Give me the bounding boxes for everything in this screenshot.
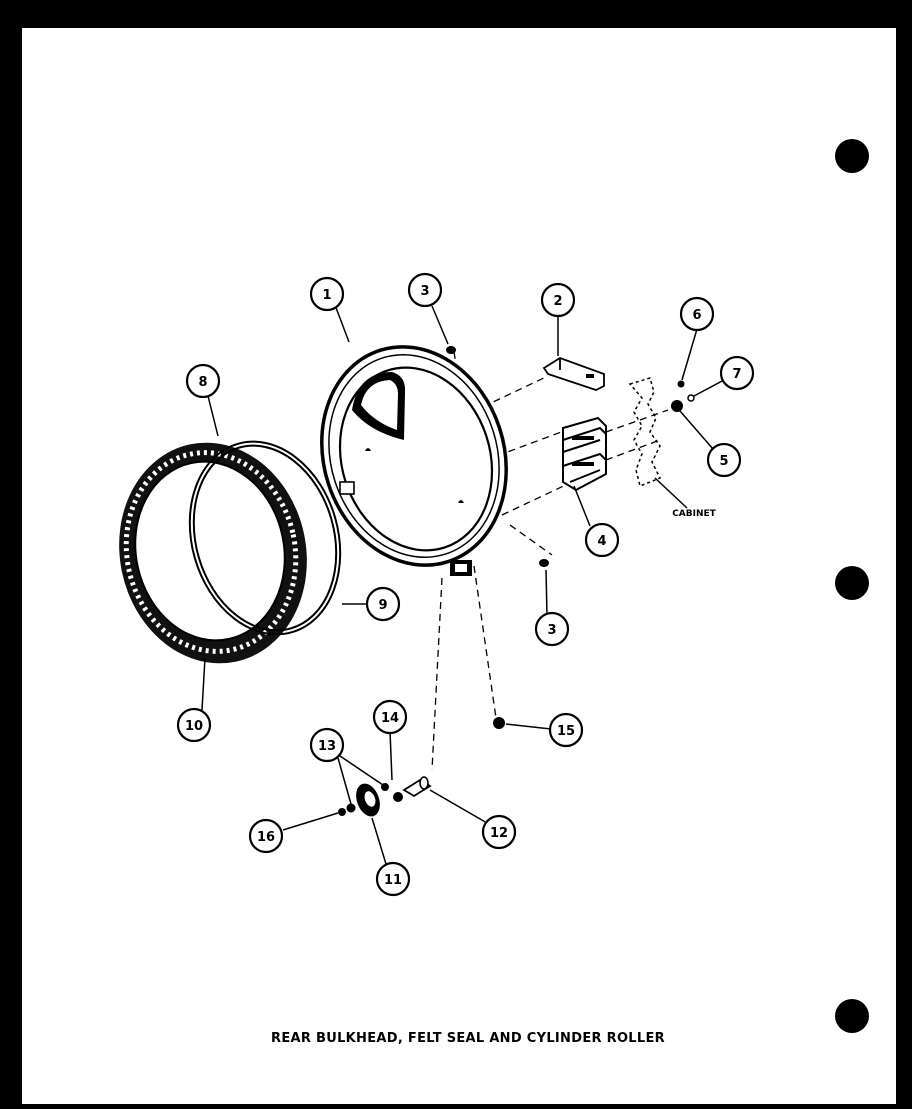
svg-text:8: 8 xyxy=(198,375,207,390)
callout-10: 10 xyxy=(176,707,212,743)
callout-6: 6 xyxy=(679,296,715,332)
svg-text:4: 4 xyxy=(597,534,606,549)
fasteners xyxy=(446,346,695,729)
svg-text:3: 3 xyxy=(547,623,556,638)
callout-5: 5 xyxy=(706,442,742,478)
svg-text:12: 12 xyxy=(490,826,508,841)
callout-3-bottom: 3 xyxy=(534,611,570,647)
callout-3-top: 3 xyxy=(407,272,443,308)
svg-text:3: 3 xyxy=(420,284,429,299)
svg-text:15: 15 xyxy=(557,724,575,739)
svg-text:14: 14 xyxy=(381,711,399,726)
cabinet-fragment xyxy=(628,377,662,488)
callout-16: 16 xyxy=(248,818,284,854)
callout-2: 2 xyxy=(540,282,576,318)
bracket xyxy=(542,357,605,391)
callout-7: 7 xyxy=(719,355,755,391)
callout-11: 11 xyxy=(375,861,411,897)
callouts: 1 2 3 3 4 5 6 7 xyxy=(176,272,755,897)
rear-bulkhead xyxy=(320,345,508,576)
svg-text:6: 6 xyxy=(692,308,701,323)
callout-14: 14 xyxy=(372,699,408,735)
callout-1: 1 xyxy=(309,276,345,312)
cabinet-label: CABINET xyxy=(672,509,716,519)
svg-text:13: 13 xyxy=(318,739,336,754)
svg-text:9: 9 xyxy=(378,598,387,613)
svg-text:2: 2 xyxy=(553,294,562,309)
callout-9: 9 xyxy=(365,586,401,622)
svg-text:11: 11 xyxy=(384,873,402,888)
svg-text:7: 7 xyxy=(732,367,741,382)
callout-12: 12 xyxy=(481,814,517,850)
felt-seal xyxy=(119,442,307,664)
binder-hole-bottom xyxy=(835,999,869,1033)
roller-assembly xyxy=(338,776,432,817)
callout-15: 15 xyxy=(548,712,584,748)
seal-band xyxy=(188,440,342,636)
callout-8: 8 xyxy=(185,363,221,399)
svg-text:16: 16 xyxy=(257,830,275,845)
svg-text:10: 10 xyxy=(185,719,203,734)
callout-4: 4 xyxy=(584,522,620,558)
hinge-plate xyxy=(562,416,607,492)
svg-text:5: 5 xyxy=(719,454,728,469)
binder-hole-middle xyxy=(835,566,869,600)
callout-13: 13 xyxy=(309,727,345,763)
binder-hole-top xyxy=(835,139,869,173)
leader-lines xyxy=(201,304,725,865)
svg-text:1: 1 xyxy=(322,288,331,303)
diagram-caption: REAR BULKHEAD, FELT SEAL AND CYLINDER RO… xyxy=(271,1031,665,1046)
